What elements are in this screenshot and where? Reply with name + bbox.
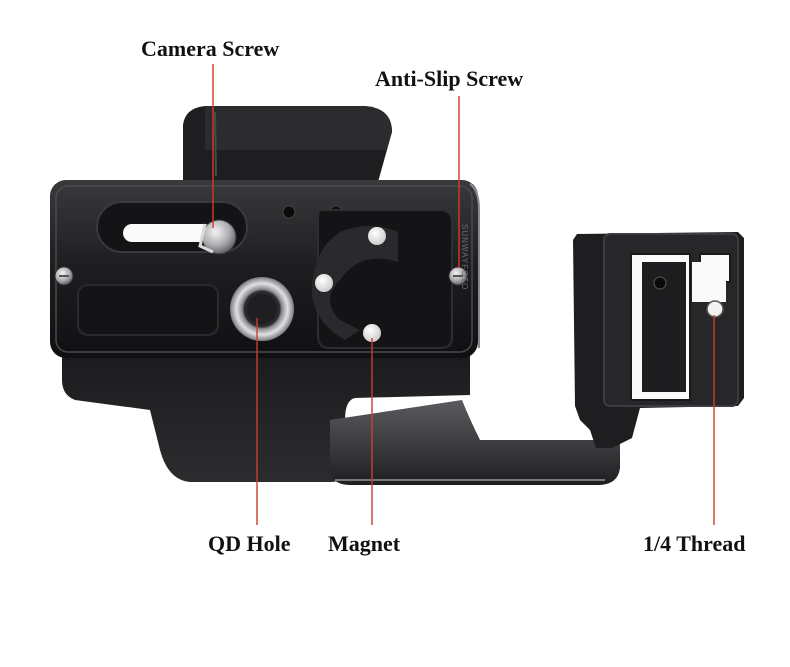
magnet-clamp-area	[311, 209, 453, 349]
magnet-label: Magnet	[328, 531, 401, 556]
camera-screw	[198, 219, 237, 255]
qd-hole	[230, 277, 294, 341]
side-plate	[573, 232, 744, 448]
side-screw	[54, 266, 74, 286]
brand-engraving: SUNWAYFOTO	[460, 224, 469, 291]
grip-hook	[183, 106, 392, 182]
bracket-arm	[330, 400, 620, 485]
thread-label: 1/4 Thread	[643, 531, 746, 556]
anti-slip-screw-label: Anti-Slip Screw	[375, 66, 524, 91]
camera-screw-label: Camera Screw	[141, 36, 280, 61]
bracket-lower-body	[62, 340, 470, 482]
qd-hole-label: QD Hole	[208, 531, 291, 556]
anti-slip-screw	[448, 266, 468, 286]
pointer-lines	[212, 64, 715, 525]
